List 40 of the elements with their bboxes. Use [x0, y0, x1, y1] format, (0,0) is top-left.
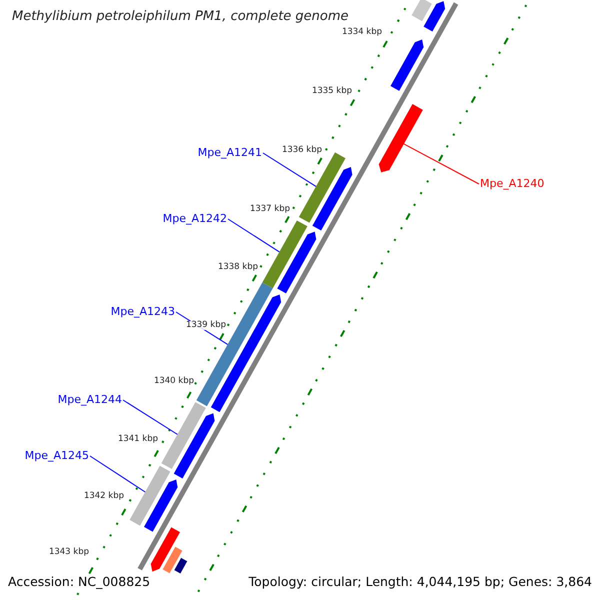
gene-bar [150, 527, 180, 572]
gene-bar [312, 167, 352, 230]
genome-stats-text: Topology: circular; Length: 4,044,195 bp; Genes: 3,864 [248, 575, 592, 589]
gene-bar [130, 466, 170, 526]
gene-label: Mpe_A1241 [198, 147, 262, 160]
leader-line [122, 400, 178, 435]
leader-line [228, 218, 280, 252]
gene-bar [174, 413, 215, 478]
gene-bar [378, 104, 423, 172]
gene-label: Mpe_A1243 [110, 306, 175, 318]
map-title: Methylibium petroleiphilum PM1, complete genome [12, 10, 349, 24]
gene-bar [277, 232, 316, 294]
gene-bar [144, 480, 178, 532]
leader-line [403, 143, 480, 184]
gene-bar [412, 0, 432, 22]
scale-label: 1337 kbp [250, 205, 290, 214]
leader-line [262, 152, 316, 187]
gene-bar [424, 1, 446, 32]
gene-bar [174, 558, 188, 574]
gene-label: Mpe_A1244 [58, 394, 122, 406]
scale-label: 1336 kbp [282, 146, 322, 156]
scale-label: 1341 kbp [118, 435, 158, 444]
gene-bar [390, 40, 424, 91]
gene-bar [162, 546, 182, 574]
leader-line [90, 456, 146, 492]
scale-label: 1342 kbp [84, 492, 124, 502]
scale-label: 1343 kbp [48, 548, 89, 558]
gene-bar [262, 220, 308, 288]
gene-label: Mpe_A1242 [162, 213, 227, 226]
gene-label: Mpe_A1240 [480, 178, 544, 190]
gene-bar [298, 152, 346, 223]
scale-label: 1335 kbp [312, 87, 352, 96]
gene-bar [210, 294, 282, 412]
gene-label: Mpe_A1245 [24, 450, 89, 462]
scale-label: 1340 kbp [154, 377, 194, 386]
gene-bar [161, 402, 206, 469]
scale-label: 1334 kbp [342, 28, 382, 38]
scale-label: 1338 kbp [218, 263, 258, 272]
scale-label: 1339 kbp [186, 321, 226, 330]
accession-text: Accession: NC_008825 [8, 575, 150, 589]
